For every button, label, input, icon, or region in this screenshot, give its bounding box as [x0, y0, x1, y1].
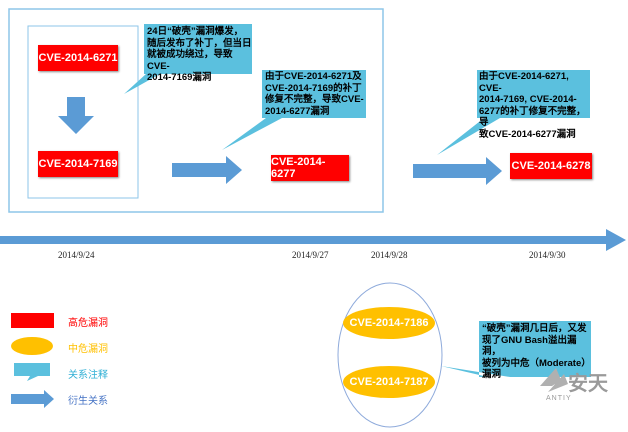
callout-3-text: 由于CVE-2014-6271, CVE- 2014-7169, CVE-201… [479, 71, 586, 140]
right-arrow-1 [172, 156, 242, 184]
medium-group-oval [337, 282, 443, 428]
callout-3-shape [437, 70, 590, 155]
cve-7187-ellipse: CVE-2014-7187 [343, 366, 435, 398]
legend-derive-swatch [11, 390, 54, 408]
cve-7169-box: CVE-2014-7169 [38, 151, 118, 177]
cve-7186-ellipse: CVE-2014-7186 [343, 307, 435, 339]
timeline-arrow [0, 229, 626, 251]
legend-derive-label: 衍生关系 [68, 396, 108, 407]
right-arrow-2 [413, 157, 502, 185]
callout-2-shape [222, 70, 366, 150]
callout-2-text: 由于CVE-2014-6271及 CVE-2014-7169的补丁 修复不完整，… [265, 71, 364, 117]
legend-note-label: 关系注释 [68, 370, 108, 381]
cve-6271-box: CVE-2014-6271 [38, 45, 118, 71]
callout-1-shape [124, 24, 252, 94]
brand-sub: ANTIY [546, 395, 572, 402]
brand-name: 安天 [568, 373, 608, 395]
date-label: 2014/9/27 [292, 250, 329, 260]
date-label: 2014/9/28 [371, 250, 408, 260]
date-label: 2014/9/30 [529, 250, 566, 260]
legend-medium-label: 中危漏洞 [68, 344, 108, 355]
group-frame [8, 8, 384, 213]
brand-logo-mark [540, 368, 568, 392]
legend-medium-swatch [11, 337, 53, 355]
legend-note-swatch [14, 363, 50, 381]
callout-1-text: 24日“破壳”漏洞爆发， 随后发布了补丁，但当日 就被成功绕过，导致CVE- 2… [147, 26, 252, 83]
date-label: 2014/9/24 [58, 250, 95, 260]
down-arrow [58, 97, 94, 134]
callout-4-shape [441, 321, 591, 377]
cve-6277-box: CVE-2014-6277 [271, 155, 349, 181]
legend-high-swatch [11, 313, 54, 328]
legend-high-label: 高危漏洞 [68, 318, 108, 329]
cve-6278-box: CVE-2014-6278 [510, 153, 592, 179]
callout-4-text: “破壳”漏洞几日后，又发 现了GNU Bash溢出漏洞， 被列为中危（Moder… [482, 323, 591, 380]
inner-frame [27, 25, 139, 199]
